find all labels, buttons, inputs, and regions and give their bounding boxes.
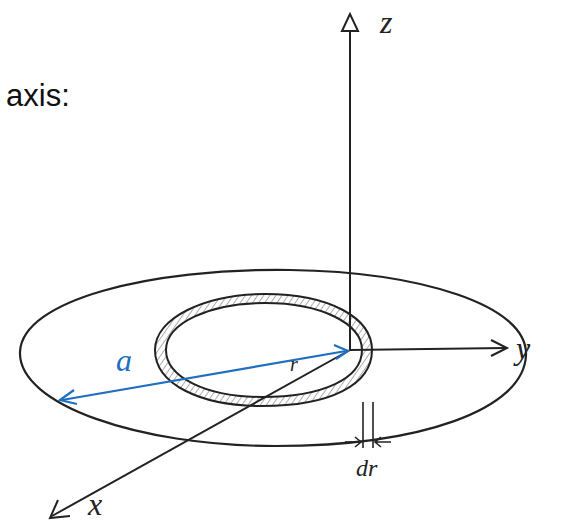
radius-arrow <box>62 351 346 400</box>
axis-label: z <box>380 6 392 38</box>
axis-label: y <box>516 332 530 364</box>
axis-arrowhead <box>491 340 507 356</box>
axis-arrowhead <box>342 14 358 31</box>
y-axis <box>350 348 505 350</box>
dimension-label: a <box>116 344 132 376</box>
dimension-label: r <box>290 354 298 374</box>
radius-arrowhead <box>60 390 77 404</box>
radius-arrowhead <box>334 345 348 359</box>
heading-text: axis: <box>6 80 70 111</box>
dimension-label: dr <box>356 456 377 480</box>
ring-element <box>155 294 372 406</box>
axis-arrowhead <box>50 500 70 518</box>
z-axis <box>349 30 351 350</box>
dimension-arrow <box>375 437 391 447</box>
dimension-arrow <box>345 437 361 447</box>
axis-label: x <box>88 488 102 520</box>
dimension-line <box>362 402 364 448</box>
disk-outline <box>20 270 526 446</box>
dimension-line <box>372 402 374 448</box>
